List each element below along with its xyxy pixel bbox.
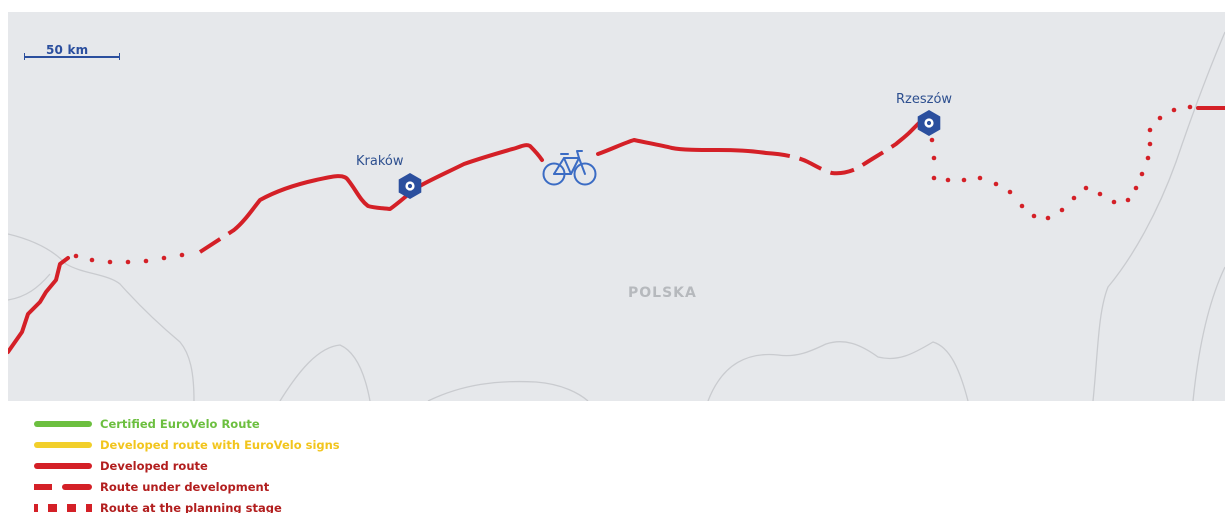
route-segment-developed — [232, 143, 544, 232]
route-segment-dashed — [198, 228, 236, 254]
route-dot — [1157, 115, 1163, 121]
border-lines — [8, 31, 1225, 401]
border-line — [427, 380, 589, 401]
map-area[interactable]: 50 km Kraków Rzeszów POLSKA — [8, 12, 1225, 401]
route-dot — [1171, 107, 1177, 113]
map-canvas — [8, 31, 1225, 401]
legend-swatch-planning — [34, 504, 92, 512]
route-dot — [961, 177, 967, 183]
route-dot — [931, 155, 937, 161]
legend-item-signed: Developed route with EuroVelo signs — [34, 435, 634, 455]
border-line — [8, 273, 51, 301]
bicycle-icon — [542, 150, 597, 186]
border-line — [279, 344, 371, 401]
border-line — [1192, 266, 1225, 401]
route-dot — [1045, 215, 1051, 221]
route-dot — [1019, 203, 1025, 209]
border-line — [8, 233, 195, 401]
legend-swatch-developed — [34, 463, 92, 469]
legend-swatch-under-development — [34, 484, 92, 490]
scale-line — [24, 53, 120, 60]
route-segment-developed — [8, 256, 70, 354]
legend-label: Certified EuroVelo Route — [100, 417, 260, 431]
route-dot — [1147, 127, 1153, 133]
route-dot — [1031, 213, 1037, 219]
route-dot — [1133, 185, 1139, 191]
route-dot — [1007, 189, 1013, 195]
legend-label: Route at the planning stage — [100, 501, 282, 513]
route-dot — [125, 259, 131, 265]
scale-bar: 50 km — [24, 42, 120, 62]
legend-label: Developed route — [100, 459, 208, 473]
route-dot — [945, 177, 951, 183]
route-under-development — [198, 130, 912, 254]
legend-item-under-development: Route under development — [34, 477, 634, 497]
legend-swatch-certified — [34, 421, 92, 427]
route-dot — [1187, 104, 1193, 110]
hexagon-marker-icon[interactable] — [398, 173, 422, 199]
route-dot — [1083, 185, 1089, 191]
route-dot — [179, 252, 185, 258]
border-line — [1092, 31, 1225, 401]
route-dot — [929, 137, 935, 143]
route-dot — [161, 255, 167, 261]
country-label: POLSKA — [628, 285, 697, 301]
route-planning-stage — [73, 104, 1193, 265]
route-dot — [107, 259, 113, 265]
city-label-krakow: Kraków — [356, 154, 404, 169]
route-dot — [1139, 171, 1145, 177]
route-dot — [1097, 191, 1103, 197]
border-line — [707, 341, 969, 401]
route-dot — [1145, 155, 1151, 161]
route-dot — [931, 175, 937, 181]
legend: Certified EuroVelo Route Developed route… — [34, 414, 634, 513]
route-developed — [8, 118, 924, 354]
route-dot — [993, 181, 999, 187]
hexagon-marker-icon[interactable] — [917, 110, 941, 136]
scale-label: 50 km — [46, 43, 89, 57]
legend-item-developed: Developed route — [34, 456, 634, 476]
route-dot — [1059, 207, 1065, 213]
city-label-rzeszow: Rzeszów — [896, 92, 953, 107]
route-dot — [1147, 141, 1153, 147]
legend-item-planning: Route at the planning stage — [34, 498, 634, 513]
route-dot — [1071, 195, 1077, 201]
legend-swatch-signed — [34, 442, 92, 448]
route-segment-developed — [596, 138, 768, 156]
legend-label: Route under development — [100, 480, 270, 494]
route-dot — [73, 253, 79, 259]
route-dot — [977, 175, 983, 181]
route-dot — [1125, 197, 1131, 203]
route-dot — [89, 257, 95, 263]
route-segment-dashed — [765, 130, 912, 176]
legend-item-certified: Certified EuroVelo Route — [34, 414, 634, 434]
route-dot — [1111, 199, 1117, 205]
route-dot — [143, 258, 149, 264]
legend-label: Developed route with EuroVelo signs — [100, 438, 340, 452]
